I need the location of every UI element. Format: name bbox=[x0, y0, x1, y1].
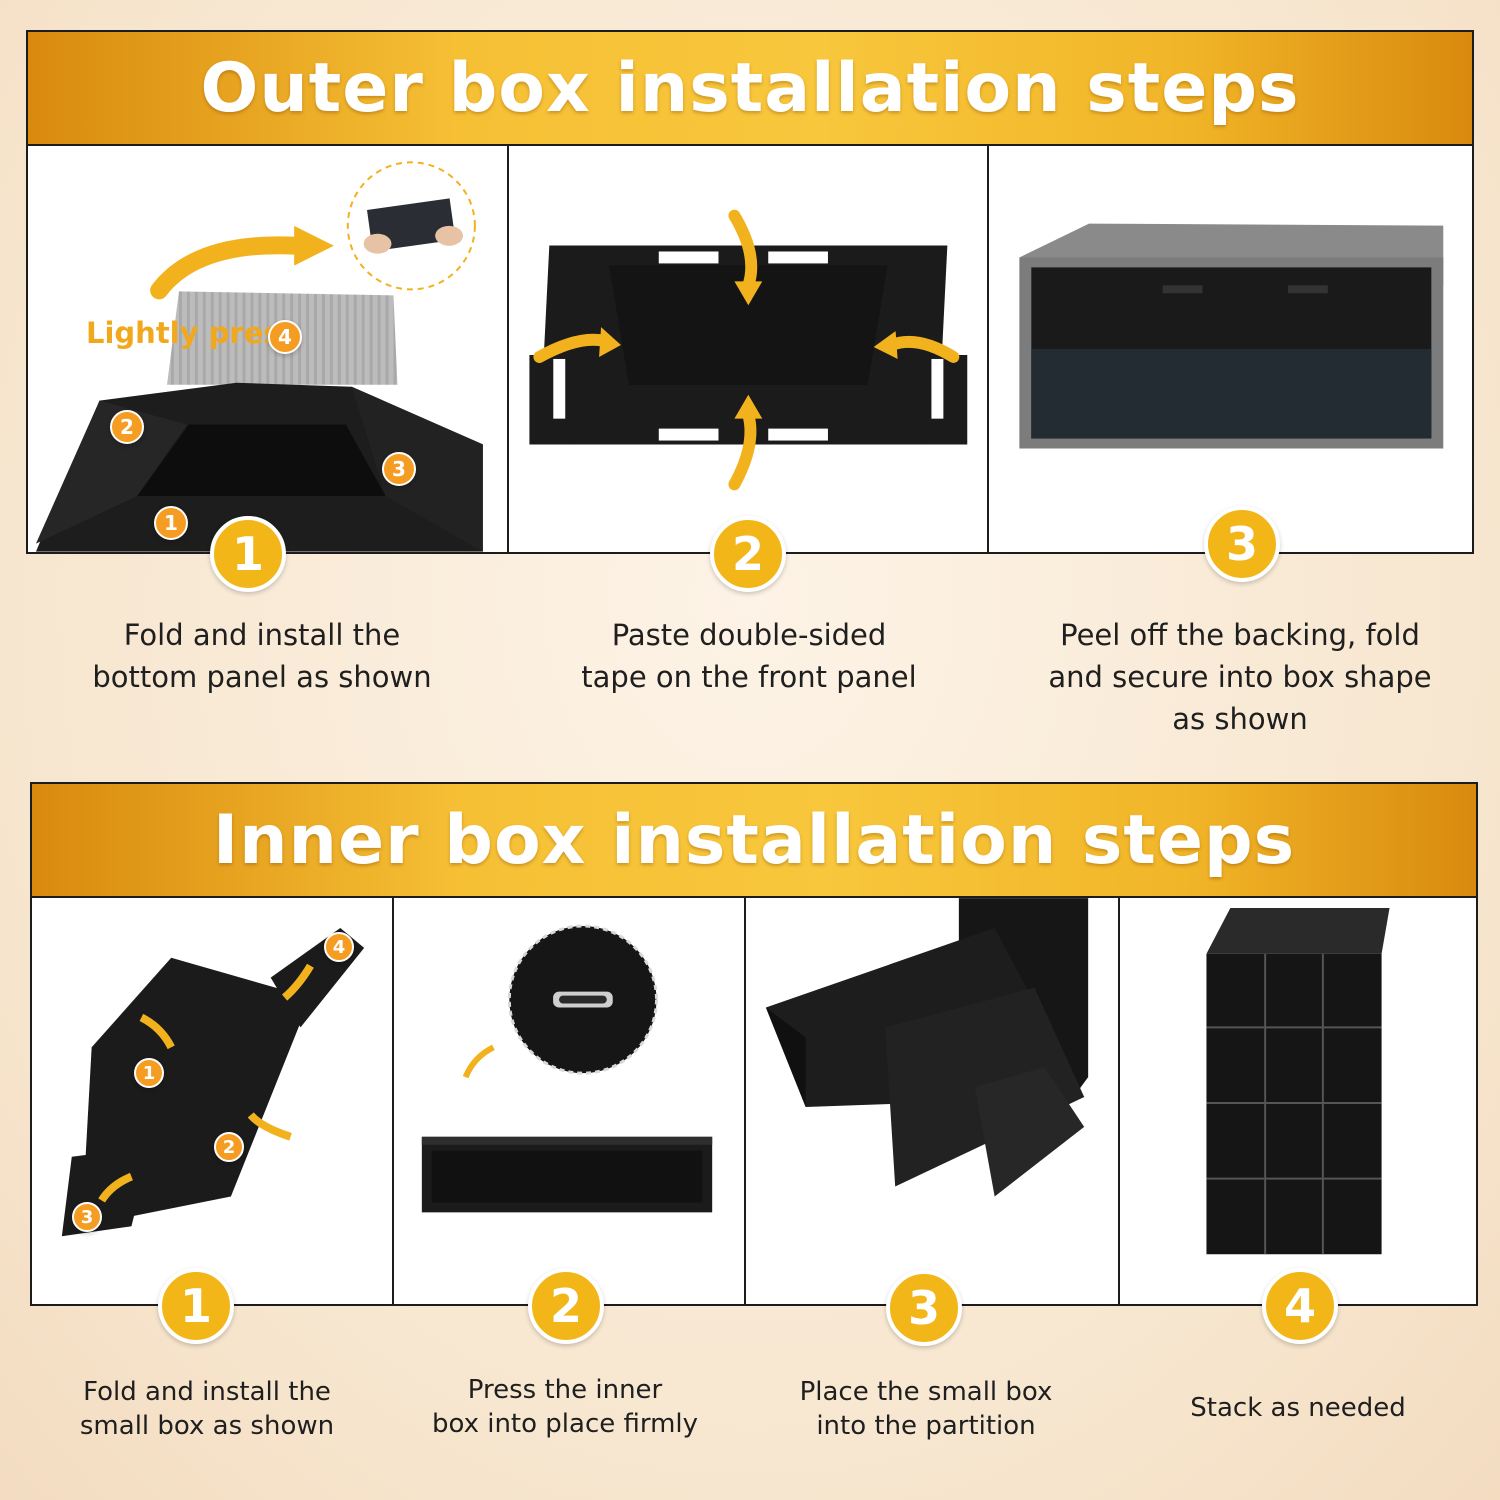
inner-step-3-caption: Place the small box into the partition bbox=[746, 1376, 1106, 1444]
inner-step-1-caption-line-2: small box as shown bbox=[79, 1410, 335, 1441]
inner-step-4-image bbox=[1120, 898, 1476, 1304]
outer-step-3-caption-line-1: Peel off the backing, fold bbox=[1060, 618, 1420, 652]
lightly-press-label: Lightly press bbox=[86, 316, 298, 350]
outer-step-2-image bbox=[508, 146, 990, 552]
outer-step-2-caption: Paste double-sided tape on the front pan… bbox=[510, 614, 988, 698]
outer-panels: Lightly press 4 2 3 1 bbox=[26, 146, 1474, 554]
outer-step-3-caption-line-3: as shown bbox=[1172, 702, 1308, 737]
outer-fold-marker-2: 2 bbox=[110, 410, 144, 444]
inner-fold-marker-1: 1 bbox=[134, 1058, 164, 1088]
inner-step-4-caption: Stack as needed bbox=[1120, 1392, 1476, 1426]
outer-fold-illustration bbox=[35, 161, 483, 552]
outer-step-3-caption-line-2: and secure into box shape bbox=[1048, 660, 1432, 695]
inner-step-1-image: 1 2 3 4 bbox=[32, 898, 394, 1304]
inner-step-3-badge: 3 bbox=[886, 1270, 962, 1346]
outer-step-1-caption: Fold and install the bottom panel as sho… bbox=[30, 614, 494, 698]
outer-step-3-badge: 3 bbox=[1204, 506, 1280, 582]
outer-step-2-caption-line-2: tape on the front panel bbox=[581, 660, 917, 695]
inner-step-2-image bbox=[394, 898, 746, 1304]
inner-fold-marker-4: 4 bbox=[324, 932, 354, 962]
inner-step-2-badge: 2 bbox=[528, 1268, 604, 1344]
inner-step-4-badge: 4 bbox=[1262, 1268, 1338, 1344]
outer-fold-marker-4: 4 bbox=[268, 320, 302, 354]
inner-step-1-caption-line-1: Fold and install the bbox=[83, 1377, 331, 1407]
inner-fold-illustration bbox=[61, 927, 365, 1237]
inner-step-3-caption-line-1: Place the small box bbox=[799, 1377, 1053, 1407]
outer-step-2-badge: 2 bbox=[710, 516, 786, 592]
inner-partition-illustration bbox=[765, 898, 1089, 1197]
outer-step-1-badge: 1 bbox=[210, 516, 286, 592]
outer-step-2-caption-line-1: Paste double-sided bbox=[611, 618, 887, 652]
inner-step-3-image bbox=[746, 898, 1120, 1304]
outer-step-3-image bbox=[989, 146, 1472, 552]
inner-fold-marker-2: 2 bbox=[214, 1132, 244, 1162]
inner-step-1-caption: Fold and install the small box as shown bbox=[30, 1376, 384, 1444]
inner-step-2-caption-line-1: Press the inner bbox=[467, 1375, 663, 1405]
inner-step-1-badge: 1 bbox=[158, 1268, 234, 1344]
outer-step-1-caption-line-2: bottom panel as shown bbox=[92, 660, 432, 695]
outer-fold-marker-1: 1 bbox=[154, 506, 188, 540]
inner-step-2-caption: Press the inner box into place firmly bbox=[394, 1374, 736, 1442]
inner-stack-illustration bbox=[1206, 907, 1390, 1255]
outer-fold-marker-3: 3 bbox=[382, 452, 416, 486]
outer-step-3-caption: Peel off the backing, fold and secure in… bbox=[992, 614, 1488, 740]
inner-title: Inner box installation steps bbox=[212, 800, 1296, 880]
inner-step-4-caption-line-1: Stack as needed bbox=[1190, 1393, 1406, 1423]
outer-title: Outer box installation steps bbox=[200, 48, 1300, 128]
outer-box-illustration bbox=[1019, 223, 1444, 449]
inner-press-illustration bbox=[421, 924, 713, 1213]
inner-step-2-caption-line-2: box into place firmly bbox=[431, 1408, 699, 1439]
inner-panels: 1 2 3 4 bbox=[30, 898, 1478, 1306]
inner-fold-marker-3: 3 bbox=[72, 1202, 102, 1232]
outer-tape-illustration bbox=[529, 209, 967, 491]
inner-banner: Inner box installation steps bbox=[30, 782, 1478, 898]
outer-step-1-caption-line-1: Fold and install the bbox=[123, 618, 401, 652]
outer-step-1-image: Lightly press 4 2 3 1 bbox=[28, 146, 509, 552]
inner-step-3-caption-line-2: into the partition bbox=[816, 1410, 1036, 1441]
outer-banner: Outer box installation steps bbox=[26, 30, 1474, 146]
